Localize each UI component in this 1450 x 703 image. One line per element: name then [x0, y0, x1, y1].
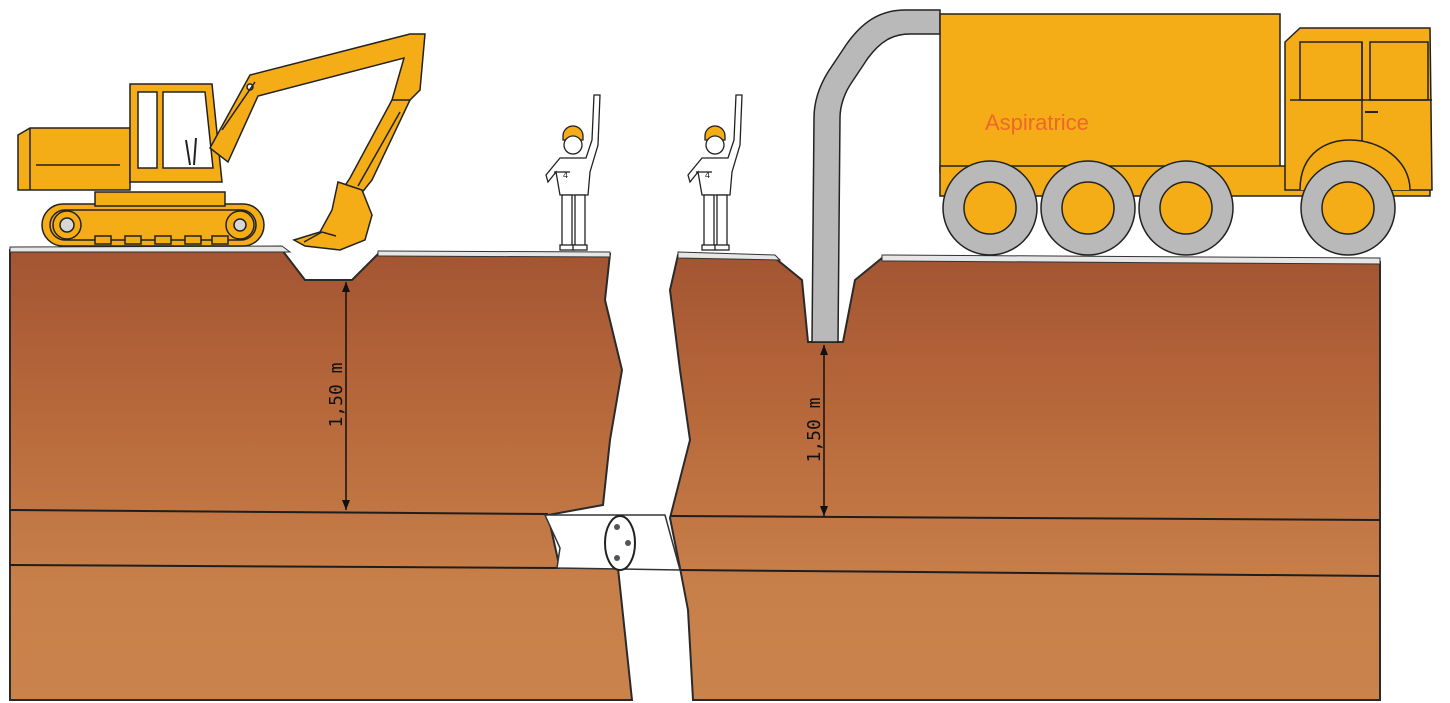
worker-left: 4 — [545, 94, 601, 251]
worker-right: 4 — [687, 94, 743, 251]
depth-dimension-left: 1,50 m — [326, 282, 350, 510]
depth-label-left: 1,50 m — [326, 362, 347, 427]
excavator-icon — [17, 33, 426, 251]
vacuum-truck-icon: Aspiratrice — [811, 9, 1433, 343]
pipe-icon — [604, 515, 636, 571]
depth-dimension-right: 1,50 m — [804, 345, 828, 516]
pipe — [543, 514, 681, 571]
ground-surface — [9, 245, 1381, 265]
depth-label-right: 1,50 m — [804, 397, 825, 462]
truck-label: Aspiratrice — [985, 110, 1089, 135]
soil-left — [9, 249, 634, 701]
worker-icon: 4 4 — [545, 94, 743, 251]
truck-wheels — [942, 160, 1396, 256]
soil-right — [668, 253, 1381, 701]
svg-text:4: 4 — [563, 170, 568, 180]
svg-text:4: 4 — [705, 170, 710, 180]
